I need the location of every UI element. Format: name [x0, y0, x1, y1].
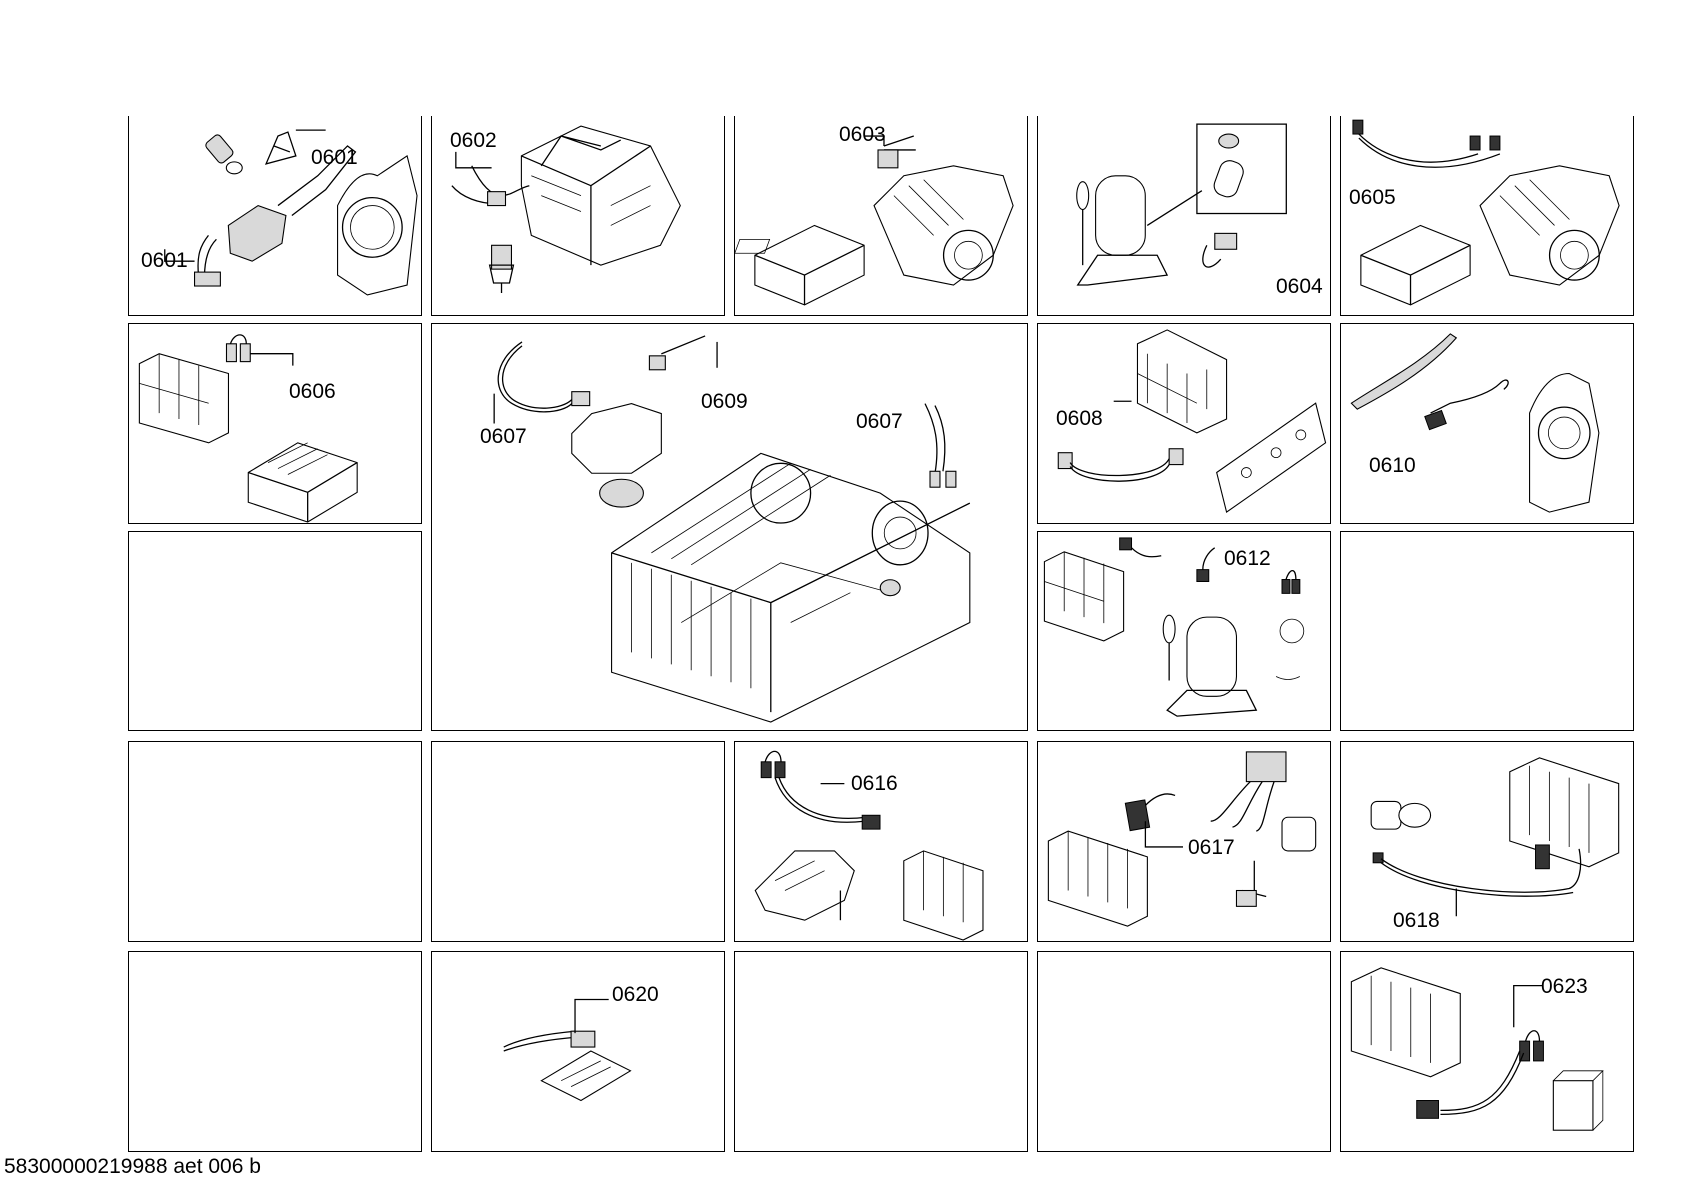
diagram-0612 [1043, 537, 1305, 717]
diagram-0605 [1352, 119, 1620, 306]
diagram-0610 [1350, 333, 1600, 513]
panel-empty-r5c3 [734, 951, 1028, 1152]
diagram-0617 [1047, 751, 1317, 927]
panel-empty-r4c2 [431, 741, 725, 942]
document-id: 58300000219988 aet 006 b [4, 1155, 261, 1178]
callout-0608: 0608 [1056, 407, 1103, 430]
diagram-0618 [1370, 757, 1620, 917]
diagram-0623 [1350, 967, 1604, 1131]
panel-0605: 0605 [1340, 116, 1634, 316]
callout-0617: 0617 [1188, 836, 1235, 859]
diagram-0601 [164, 129, 418, 296]
panel-empty-r3c1 [128, 531, 422, 731]
panel-0617: 0617 [1037, 741, 1331, 942]
panel-0602: 0602 [431, 116, 725, 316]
callout-0610: 0610 [1369, 454, 1416, 477]
callout-0604: 0604 [1276, 275, 1323, 298]
panel-0610: 0610 [1340, 323, 1634, 524]
callout-0620: 0620 [612, 983, 659, 1006]
panel-0604: 0604 [1037, 116, 1331, 316]
panel-0623: 0623 [1340, 951, 1634, 1152]
diagram-0602 [451, 125, 681, 293]
callout-0623: 0623 [1541, 975, 1588, 998]
callout-0601-left: 0601 [141, 249, 188, 272]
diagram-0616 [754, 750, 984, 941]
callout-0607-left: 0607 [480, 425, 527, 448]
callout-0609: 0609 [701, 390, 748, 413]
panel-0607-0609: 0607 0609 0607 [431, 323, 1028, 731]
panel-0616: 0616 [734, 741, 1028, 942]
panel-empty-r5c4 [1037, 951, 1331, 1152]
panel-0608: 0608 [1037, 323, 1331, 524]
panel-0603: 0603 [734, 116, 1028, 316]
diagram-0608 [1057, 329, 1327, 514]
diagram-base-frame [493, 335, 971, 723]
panel-empty-r5c1 [128, 951, 422, 1152]
panel-0601: 0601 0601 [128, 116, 422, 316]
callout-0602: 0602 [450, 129, 497, 152]
callout-0607-right: 0607 [856, 410, 903, 433]
diagram-0620 [503, 998, 632, 1102]
panel-0620: 0620 [431, 951, 725, 1152]
diagram-0603 [735, 135, 1014, 306]
panel-0618: 0618 [1340, 741, 1634, 942]
diagram-0606 [138, 334, 358, 523]
panel-0606: 0606 [128, 323, 422, 524]
panel-empty-r3c5 [1340, 531, 1634, 731]
callout-0605: 0605 [1349, 186, 1396, 209]
callout-0618: 0618 [1393, 909, 1440, 932]
callout-0603: 0603 [839, 123, 886, 146]
panel-0612: 0612 [1037, 531, 1331, 731]
callout-0612: 0612 [1224, 547, 1271, 570]
diagram-0604 [1076, 123, 1287, 286]
callout-0601-top: 0601 [311, 146, 358, 169]
callout-0606: 0606 [289, 380, 336, 403]
callout-0616: 0616 [851, 772, 898, 795]
panel-empty-r4c1 [128, 741, 422, 942]
